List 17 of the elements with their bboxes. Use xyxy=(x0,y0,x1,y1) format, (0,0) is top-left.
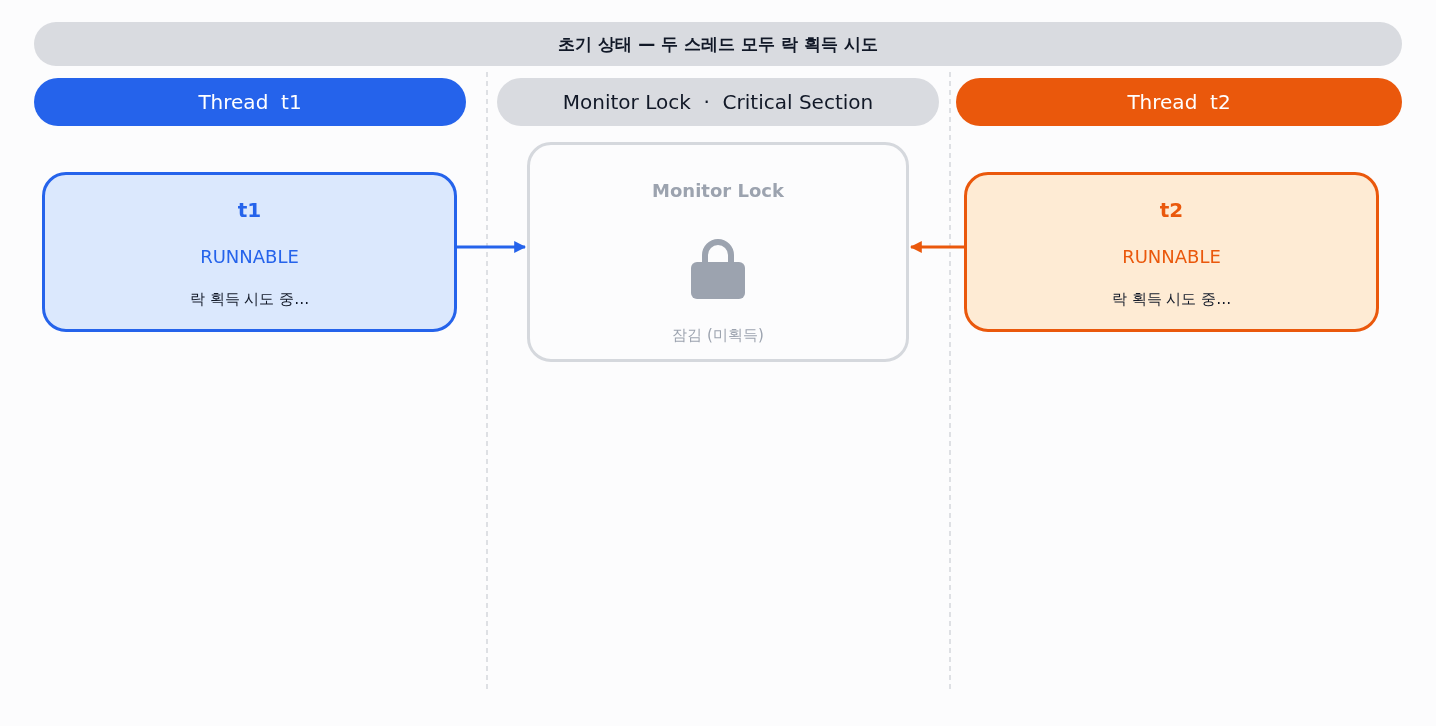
thread-box xyxy=(964,172,1379,332)
column-header: Thread t1 xyxy=(34,78,466,126)
title-banner: 초기 상태 — 두 스레드 모두 락 획득 시도 xyxy=(34,22,1402,66)
arrow xyxy=(457,241,527,253)
state-label: RUNNABLE xyxy=(200,246,299,267)
lock-box xyxy=(527,142,909,362)
thread-name: t1 xyxy=(237,198,262,222)
state-label: RUNNABLE xyxy=(1122,246,1221,267)
thread-box xyxy=(42,172,457,332)
lock-status: 잠김 (미획득) xyxy=(672,326,764,345)
column-header: Monitor Lock · Critical Section xyxy=(497,78,939,126)
lock-title: Monitor Lock xyxy=(652,180,784,201)
column-header: Thread t2 xyxy=(956,78,1402,126)
status-text: 락 획득 시도 중… xyxy=(1111,290,1232,309)
status-text: 락 획득 시도 중… xyxy=(189,290,310,309)
thread-name: t2 xyxy=(1159,198,1184,222)
arrow xyxy=(909,241,964,253)
